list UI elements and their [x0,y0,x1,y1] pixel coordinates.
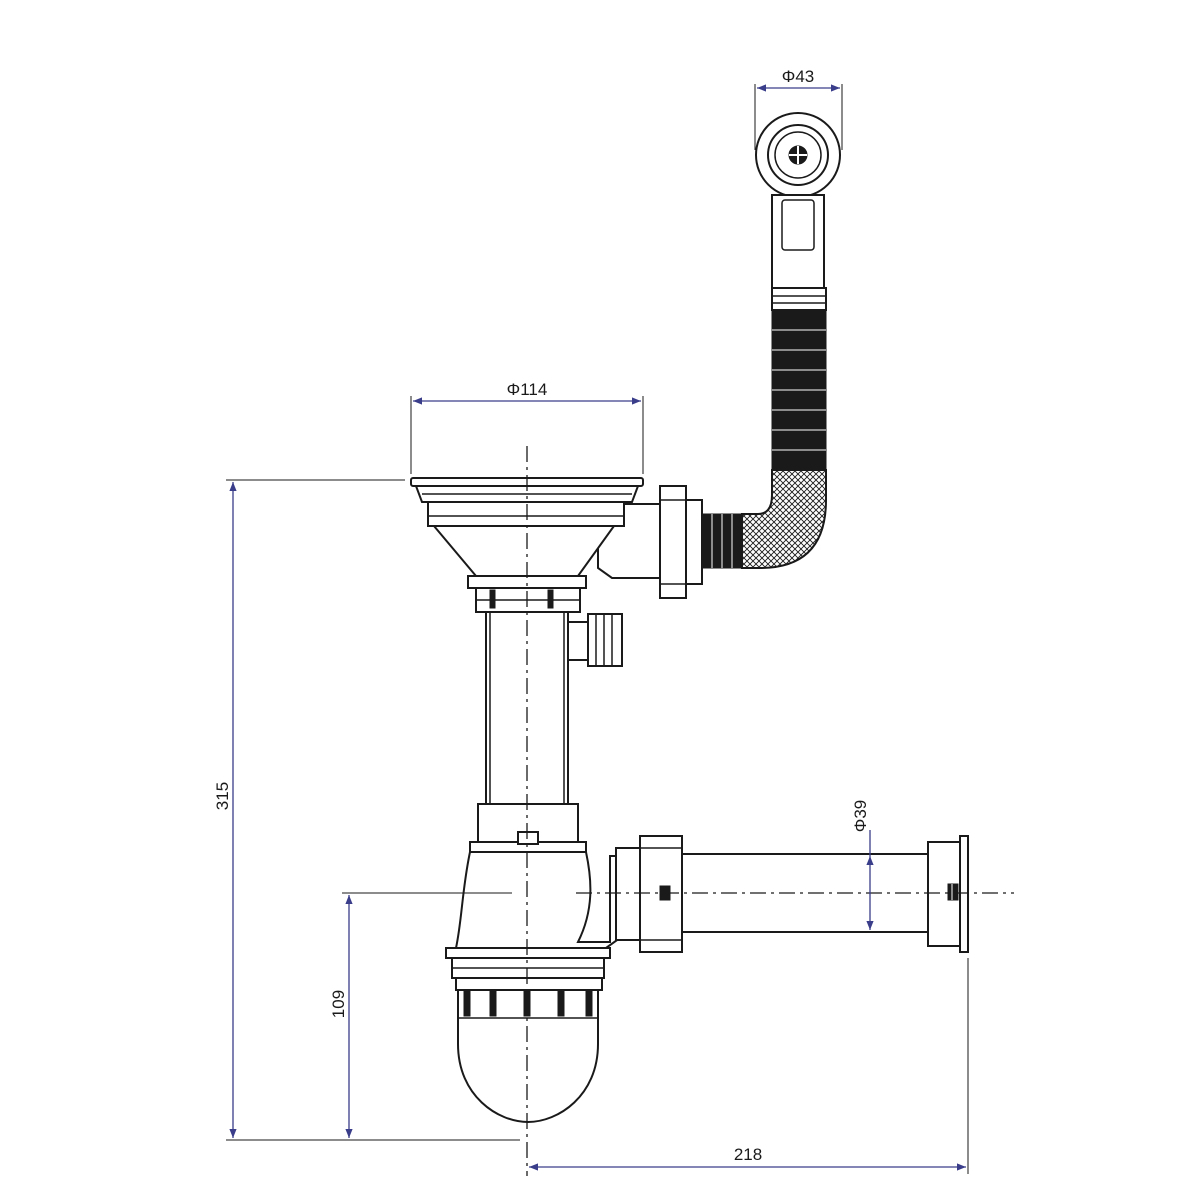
dimension-total-height: 315 [213,479,520,1141]
basket-diameter-label: Φ114 [507,380,548,399]
top-nut [467,575,587,613]
outlet-pipe [681,853,929,933]
trap-height-label: 109 [329,990,348,1018]
dimension-basket-diameter: Φ114 [410,380,644,474]
overflow-head [755,112,841,289]
dimension-outlet-diameter: Φ39 [851,800,874,930]
dimension-trap-height: 109 [329,892,512,1138]
trap-cup [457,989,599,1124]
wall-flange [927,835,969,953]
dimension-horizontal-length: 218 [529,958,969,1174]
outlet-nut [615,835,683,953]
overflow-hose [699,287,827,569]
side-spigot [567,613,623,667]
total-height-label: 315 [213,782,232,810]
horizontal-length-label: 218 [734,1145,762,1164]
overflow-diameter-label: Φ43 [782,67,814,86]
outlet-diameter-label: Φ39 [851,800,870,832]
bottle-trap-body [445,851,621,991]
dimension-overflow-diameter: Φ43 [754,67,843,150]
trap-nut [469,803,587,853]
